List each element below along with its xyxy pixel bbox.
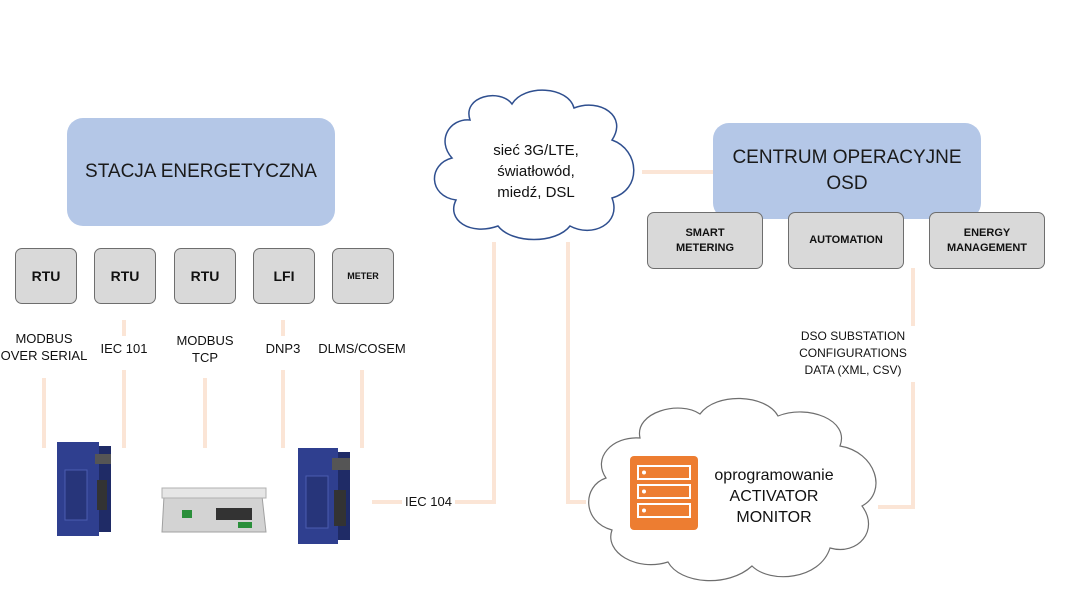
device-label: RTU <box>31 268 61 284</box>
protocol-line: MODBUS <box>176 333 234 348</box>
protocol-line: DLMS/COSEM <box>318 341 406 356</box>
router-device-icon <box>296 446 354 546</box>
protocol-label-rtu3: MODBUS TCP <box>150 332 260 366</box>
software-cloud <box>588 397 877 582</box>
cloud-line: światłowód, <box>497 163 575 180</box>
protocol-line: IEC 101 <box>100 341 148 356</box>
software-line: MONITOR <box>736 509 812 526</box>
module-line: METERING <box>675 241 735 254</box>
iec104-label: IEC 104 <box>402 494 455 509</box>
device-label: RTU <box>110 268 140 284</box>
cloud-line: miedź, DSL <box>497 184 575 201</box>
center-title-line2: OSD <box>826 173 868 194</box>
module-line: AUTOMATION <box>809 234 883 246</box>
protocol-line: TCP <box>192 350 218 365</box>
protocol-label-meter: DLMS/COSEM <box>307 340 417 357</box>
protocol-label-lfi: DNP3 <box>228 340 338 357</box>
module-line: ENERGY <box>963 226 1011 239</box>
station-box: STACJA ENERGETYCZNA <box>67 118 335 226</box>
network-cloud <box>433 89 635 241</box>
station-label: STACJA ENERGETYCZNA <box>85 161 317 182</box>
dso-data-label: DSO SUBSTATION CONFIGURATIONS DATA (XML,… <box>778 328 928 379</box>
protocol-line: MODBUS <box>15 331 73 346</box>
gateway-device-icon <box>158 486 270 542</box>
software-label: oprogramowanie ACTIVATOR MONITOR <box>704 465 844 528</box>
module-energy-management: ENERGY MANAGEMENT <box>929 212 1045 269</box>
server-rack-icon <box>630 456 698 530</box>
module-automation: AUTOMATION <box>788 212 904 269</box>
software-line: oprogramowanie <box>714 467 834 484</box>
device-rtu-2: RTU <box>94 248 156 304</box>
dso-line: DSO SUBSTATION <box>800 329 906 343</box>
device-label: LFI <box>273 268 295 284</box>
protocol-line: OVER SERIAL <box>0 348 88 363</box>
software-line: ACTIVATOR <box>729 488 819 505</box>
network-cloud-text: sieć 3G/LTE, światłowód, miedź, DSL <box>471 140 601 203</box>
device-lfi: LFI <box>253 248 315 304</box>
dso-line: CONFIGURATIONS <box>799 346 907 360</box>
device-label: RTU <box>190 268 220 284</box>
module-line: MANAGEMENT <box>946 241 1028 254</box>
protocol-label-rtu2: IEC 101 <box>69 340 179 357</box>
router-device-icon <box>55 440 115 538</box>
cloud-line: sieć 3G/LTE, <box>493 142 579 159</box>
device-label: METER <box>347 271 379 281</box>
dso-line: DATA (XML, CSV) <box>804 363 902 377</box>
device-rtu-1: RTU <box>15 248 77 304</box>
module-line: SMART <box>685 226 725 239</box>
device-meter: METER <box>332 248 394 304</box>
device-rtu-3: RTU <box>174 248 236 304</box>
operations-center-box: CENTRUM OPERACYJNE OSD <box>713 123 981 219</box>
connector-dso-software <box>878 382 915 509</box>
protocol-line: DNP3 <box>265 341 301 356</box>
protocol-label-rtu1: MODBUS OVER SERIAL <box>0 330 99 364</box>
connector-cloud-software <box>566 242 586 504</box>
center-title-line1: CENTRUM OPERACYJNE <box>732 147 962 168</box>
module-smart-metering: SMART METERING <box>647 212 763 269</box>
